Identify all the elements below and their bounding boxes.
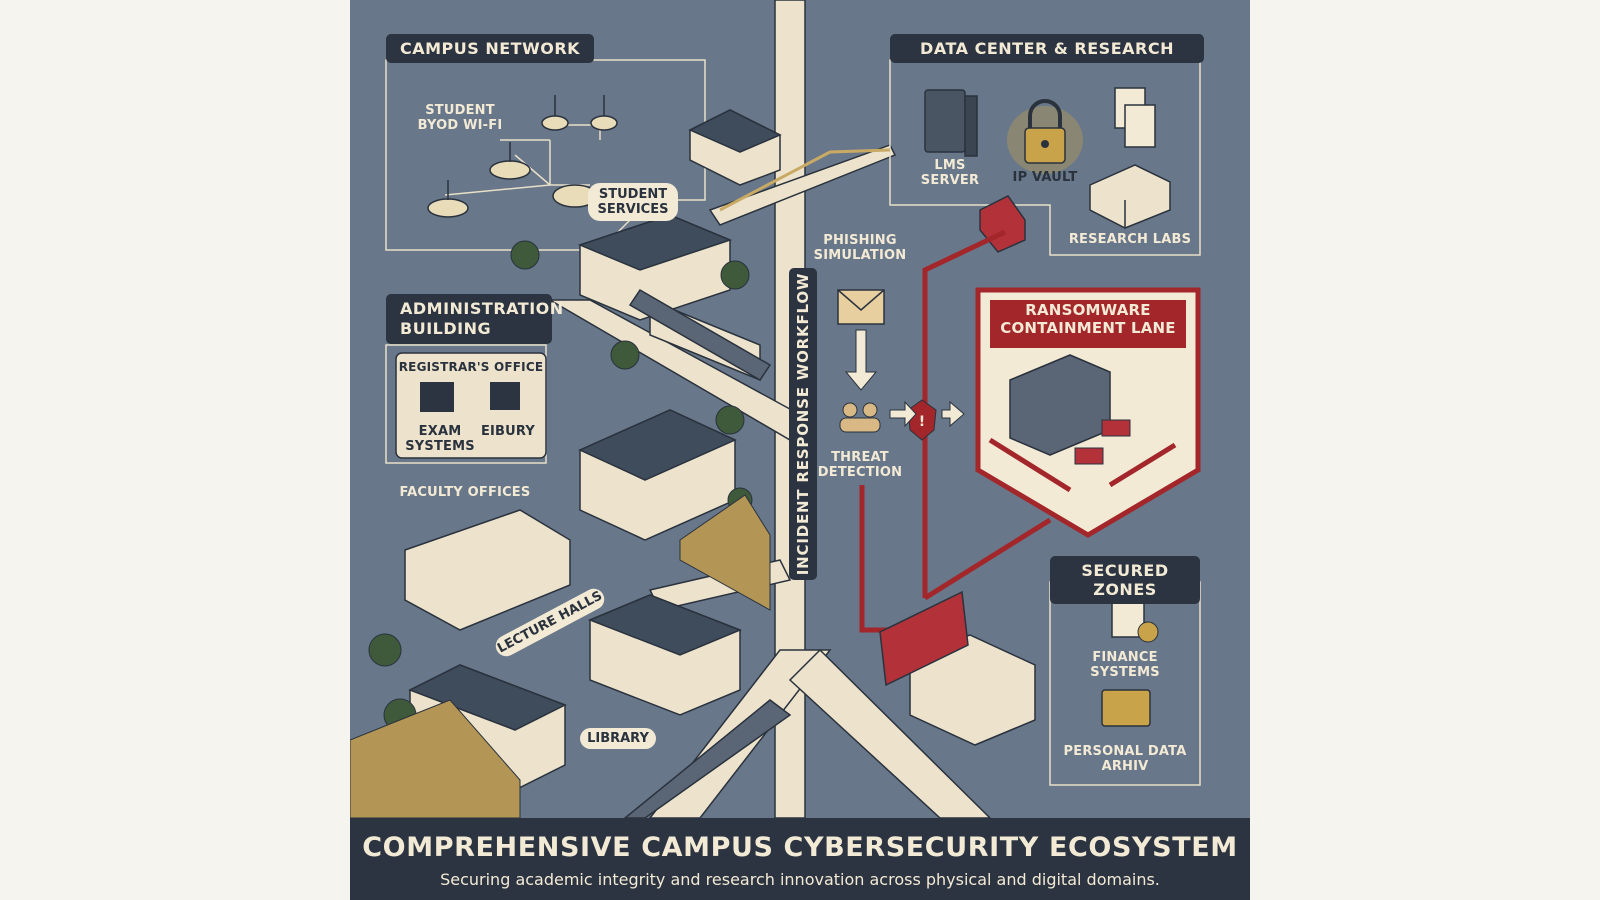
student-services-label: STUDENT SERVICES xyxy=(588,183,678,221)
threat-detection-label: THREAT DETECTION xyxy=(817,450,903,480)
arrow-down-icon xyxy=(844,329,878,391)
arrow-right-icon xyxy=(889,400,965,428)
workflow-links xyxy=(719,148,891,212)
firewall-wall xyxy=(879,590,969,687)
containment-zone xyxy=(975,287,1201,538)
title-banner: COMPREHENSIVE CAMPUS CYBERSECURITY ECOSY… xyxy=(350,818,1250,900)
folder-icon xyxy=(1101,689,1151,727)
library-label: LIBRARY xyxy=(580,728,656,749)
lock-icon xyxy=(1007,99,1083,174)
incident-response-workflow: INCIDENT RESPONSE WORKFLOW xyxy=(789,268,817,580)
sand-patches xyxy=(350,494,771,819)
campus-map: ! xyxy=(350,0,1201,819)
library-icon-label: EIBURY xyxy=(480,424,536,439)
finance-systems-label: FINANCE SYSTEMS xyxy=(1090,650,1160,680)
envelope-icon xyxy=(837,289,885,325)
faculty-offices-label: FACULTY OFFICES xyxy=(399,485,531,500)
secured-zones-title: SECURED ZONES xyxy=(1050,556,1200,604)
banner-subtitle: Securing academic integrity and research… xyxy=(440,870,1160,889)
research-documents-icon xyxy=(1114,87,1156,148)
data-center-title: DATA CENTER & RESEARCH xyxy=(890,34,1204,63)
ip-vault-label: IP VAULT xyxy=(1012,170,1078,185)
wifi-label: STUDENT BYOD WI-FI xyxy=(417,103,503,133)
warning-shield-icon: ! xyxy=(907,399,937,441)
research-labs-label: RESEARCH LABS xyxy=(1068,232,1192,247)
monitor-icon xyxy=(420,382,520,412)
banner-title: COMPREHENSIVE CAMPUS CYBERSECURITY ECOSY… xyxy=(362,832,1238,863)
campus-illustration: ! CAMPUS NETWORK DATA CENTER & RESEARCH … xyxy=(350,0,1250,900)
registrar-label: REGISTRAR'S OFFICE xyxy=(398,360,544,374)
workflow-title: INCIDENT RESPONSE WORKFLOW xyxy=(794,272,812,576)
admin-frame xyxy=(385,344,547,464)
svg-text:!: ! xyxy=(919,414,925,430)
server-icon xyxy=(924,89,978,157)
admin-building-title: ADMINISTRATION BUILDING xyxy=(386,294,563,344)
lms-server-label: LMS SERVER xyxy=(920,158,980,188)
palm-trees xyxy=(368,240,753,732)
phishing-label: PHISHING SIMULATION xyxy=(813,233,907,263)
campus-network-title: CAMPUS NETWORK xyxy=(386,34,595,63)
roofs xyxy=(408,109,782,731)
research-labs-icon xyxy=(1089,164,1171,229)
ransomware-title: RANSOMWARE CONTAINMENT LANE xyxy=(1000,301,1176,337)
personal-data-label: PERSONAL DATA ARHIV xyxy=(1063,744,1187,774)
exam-systems-label: EXAM SYSTEMS xyxy=(405,424,475,454)
wifi-routers xyxy=(427,95,618,218)
users-icon xyxy=(839,402,881,433)
